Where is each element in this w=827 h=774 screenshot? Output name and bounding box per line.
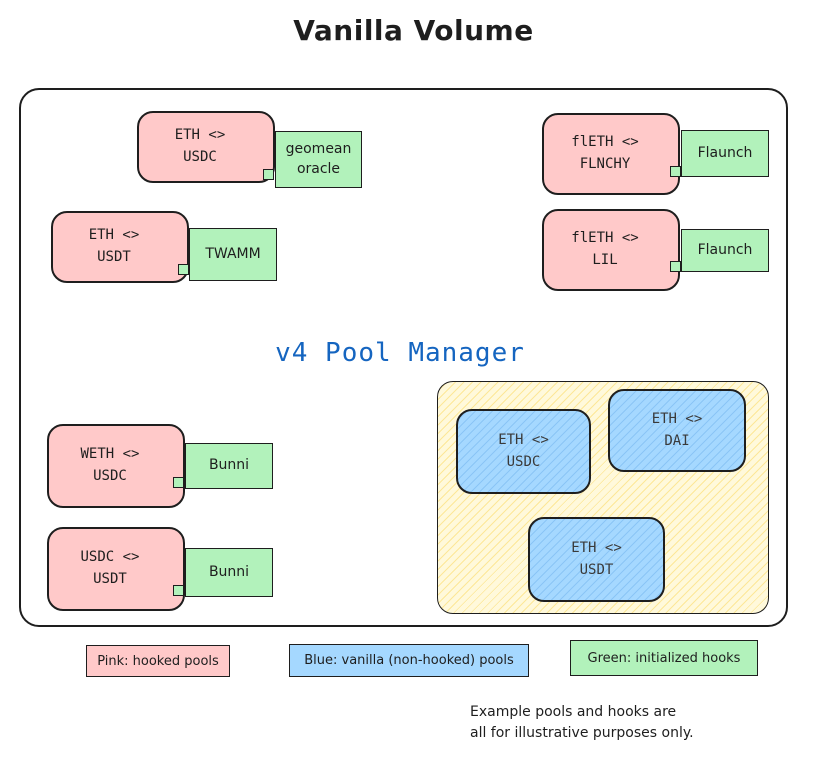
hook-flaunch: Flaunch bbox=[681, 229, 769, 272]
legend-hooked-pools: Pink: hooked pools bbox=[86, 645, 230, 677]
disclaimer-note: Example pools and hooks are all for illu… bbox=[470, 704, 694, 741]
hook-port bbox=[670, 261, 681, 272]
vanilla-pool-eth-usdc: ETH <> USDC bbox=[456, 409, 591, 494]
hook-bunni: Bunni bbox=[185, 548, 273, 597]
hooked-pool-usdc-usdt: USDC <> USDT bbox=[47, 527, 185, 611]
hook-bunni: Bunni bbox=[185, 443, 273, 489]
diagram-title: Vanilla Volume bbox=[293, 14, 534, 47]
pool-manager-label: v4 Pool Manager bbox=[275, 338, 525, 368]
hook-port bbox=[173, 585, 184, 596]
hooked-pool-weth-usdc: WETH <> USDC bbox=[47, 424, 185, 508]
hooked-pool-eth-usdt: ETH <> USDT bbox=[51, 211, 189, 283]
legend-vanilla-pools: Blue: vanilla (non-hooked) pools bbox=[289, 644, 529, 677]
hook-geomean-oracle: geomean oracle bbox=[275, 131, 362, 188]
hook-twamm: TWAMM bbox=[189, 228, 277, 281]
hooked-pool-fleth-flnchy: flETH <> FLNCHY bbox=[542, 113, 680, 195]
hook-port bbox=[178, 264, 189, 275]
hook-port bbox=[670, 166, 681, 177]
vanilla-pool-eth-usdt: ETH <> USDT bbox=[528, 517, 665, 602]
hook-flaunch: Flaunch bbox=[681, 130, 769, 177]
hooked-pool-eth-usdc: ETH <> USDC bbox=[137, 111, 275, 183]
hook-port bbox=[173, 477, 184, 488]
legend-initialized-hooks: Green: initialized hooks bbox=[570, 640, 758, 676]
vanilla-pool-eth-dai: ETH <> DAI bbox=[608, 389, 746, 472]
hooked-pool-fleth-lil: flETH <> LIL bbox=[542, 209, 680, 291]
hook-port bbox=[263, 169, 274, 180]
